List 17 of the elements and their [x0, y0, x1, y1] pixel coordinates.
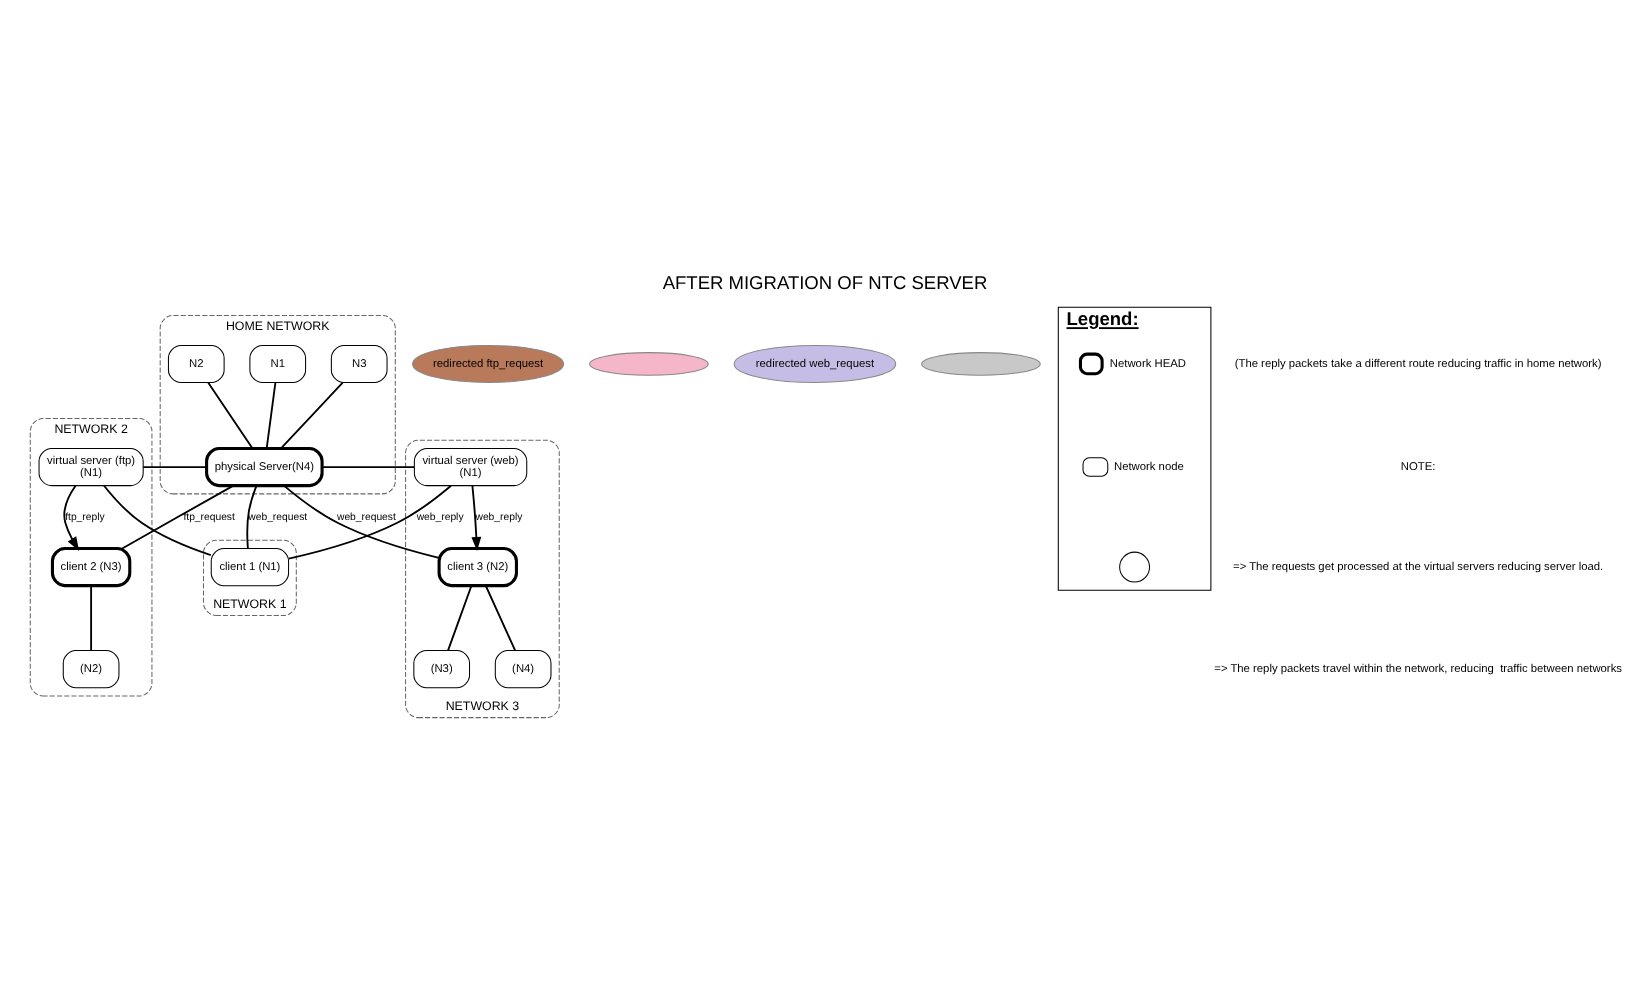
- connector: [90, 585, 93, 652]
- connector: [280, 381, 344, 450]
- diagram-title: AFTER MIGRATION OF NTC SERVER: [662, 273, 988, 294]
- connector: [321, 466, 416, 468]
- connector: [103, 484, 212, 556]
- node-band: [589, 352, 709, 376]
- connector: [121, 484, 234, 550]
- arrow: [63, 484, 80, 551]
- connector: [484, 585, 517, 652]
- node-band: [921, 352, 1041, 376]
- arrow: [471, 484, 482, 552]
- node-circle: [1119, 551, 1151, 583]
- connector: [265, 381, 277, 450]
- connector: [447, 585, 473, 652]
- connector: [207, 381, 254, 450]
- connector: [142, 466, 208, 468]
- connector: [246, 484, 258, 550]
